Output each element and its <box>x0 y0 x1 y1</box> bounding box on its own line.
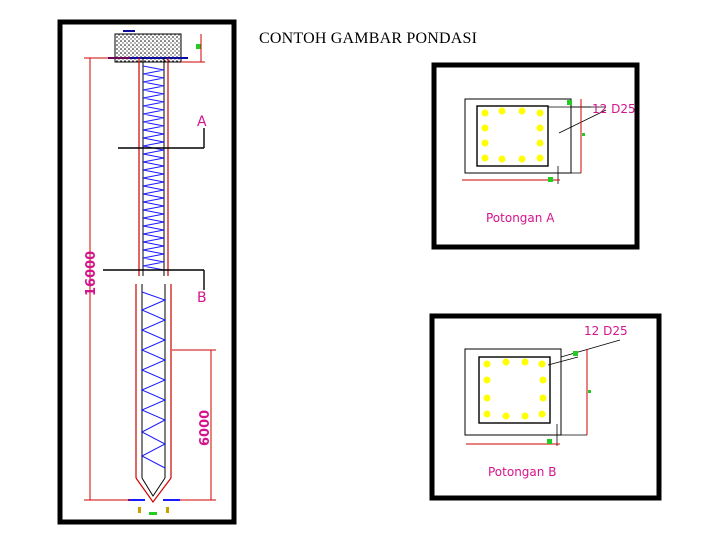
section-a-caption: Potongan A <box>486 211 555 225</box>
section-marker-a: A <box>197 114 207 130</box>
section-a-stirrup <box>476 105 549 167</box>
dim-label-lower: 6000 <box>198 410 213 446</box>
pile-tip <box>135 477 172 504</box>
section-b-panel: 12 D25 Potongan B <box>429 313 662 501</box>
section-cut-b <box>103 269 205 290</box>
lower-pile <box>128 284 180 515</box>
section-a-rebars <box>481 107 544 163</box>
pile-cap <box>108 30 205 63</box>
page-title: CONTOH GAMBAR PONDASI <box>259 30 478 47</box>
dim-line-total <box>84 57 130 501</box>
dim-label-total: 16000 <box>84 251 99 296</box>
section-b-marker-icon <box>573 351 578 356</box>
cap-marker-icon <box>196 44 201 49</box>
pile-panel-frame <box>57 19 237 525</box>
section-a-marker-icon <box>567 100 572 105</box>
section-cut-a <box>118 128 205 149</box>
lower-stirrups <box>140 291 167 469</box>
upper-stirrups <box>142 65 165 271</box>
upper-pile <box>138 58 169 276</box>
section-b-rebars <box>483 358 547 420</box>
section-a-panel: 12 D25 Potongan A <box>431 62 640 250</box>
section-b-caption: Potongan B <box>488 465 556 479</box>
section-b-frame <box>429 313 662 501</box>
section-b-stirrup <box>478 356 551 424</box>
tip-marker-icon <box>149 512 157 515</box>
dim-line-lower <box>172 349 216 501</box>
section-marker-b: B <box>197 290 207 306</box>
section-b-rebar-label: 12 D25 <box>584 324 628 338</box>
pile-elevation-panel: A B 16000 6000 <box>57 19 237 525</box>
section-a-frame <box>431 62 640 250</box>
section-a-rebar-label: 12 D25 <box>592 102 636 116</box>
